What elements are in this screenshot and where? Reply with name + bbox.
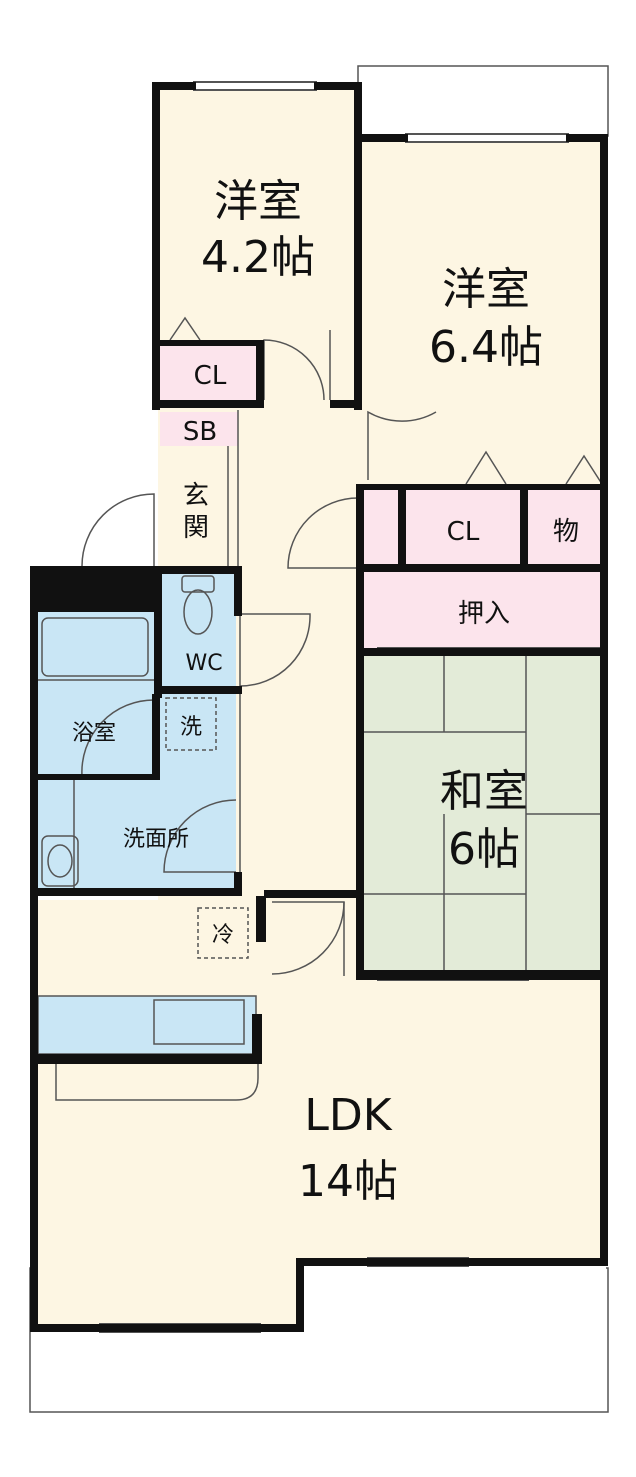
japanese-room-size: 6帖 (448, 824, 520, 875)
toilet-label: WC (185, 651, 222, 676)
closet-b-floor (404, 488, 522, 564)
balcony-north (357, 65, 609, 137)
western-room-b-floor (362, 140, 606, 488)
bathtub (41, 617, 149, 677)
kitchen-sink (153, 999, 245, 1045)
western-room-a-size: 4.2帖 (201, 232, 315, 283)
western-room-a-name: 洋室 (214, 176, 302, 227)
bathroom-label: 浴室 (72, 721, 116, 746)
closet-a-label: CL (194, 361, 227, 391)
fridge-icon (197, 907, 249, 959)
ldk-cutout (300, 1262, 606, 1330)
ldk-name: LDK (304, 1090, 392, 1141)
entrance-label-2: 関 (183, 513, 209, 543)
walls (30, 82, 608, 1332)
toilet-icon (183, 589, 213, 635)
closet-b-label: CL (447, 517, 480, 547)
western-room-b-size: 6.4帖 (429, 322, 543, 373)
entrance-label-1: 玄 (183, 481, 209, 511)
shoebox-floor (160, 412, 238, 446)
storeroom-floor (526, 488, 606, 564)
washbasin-icon (41, 835, 79, 887)
oshiire-floor (362, 570, 606, 650)
washer-icon (165, 697, 217, 751)
ldk-size: 14帖 (298, 1156, 398, 1207)
western-room-b-name: 洋室 (442, 264, 530, 315)
shoebox-label: SB (183, 417, 217, 447)
washroom-label: 洗面所 (123, 827, 189, 852)
japanese-room-name: 和室 (440, 766, 528, 817)
storage-small-floor (362, 488, 400, 564)
tatami-lines (362, 654, 606, 974)
door-markers (169, 316, 603, 485)
fridge-label: 冷 (212, 923, 234, 948)
dining-counter (55, 1062, 259, 1101)
closet-a-floor (160, 345, 260, 400)
washer-label: 洗 (180, 715, 202, 740)
door-swings (81, 330, 437, 976)
oshiire-label: 押入 (458, 599, 510, 629)
storeroom-label: 物 (553, 517, 579, 547)
